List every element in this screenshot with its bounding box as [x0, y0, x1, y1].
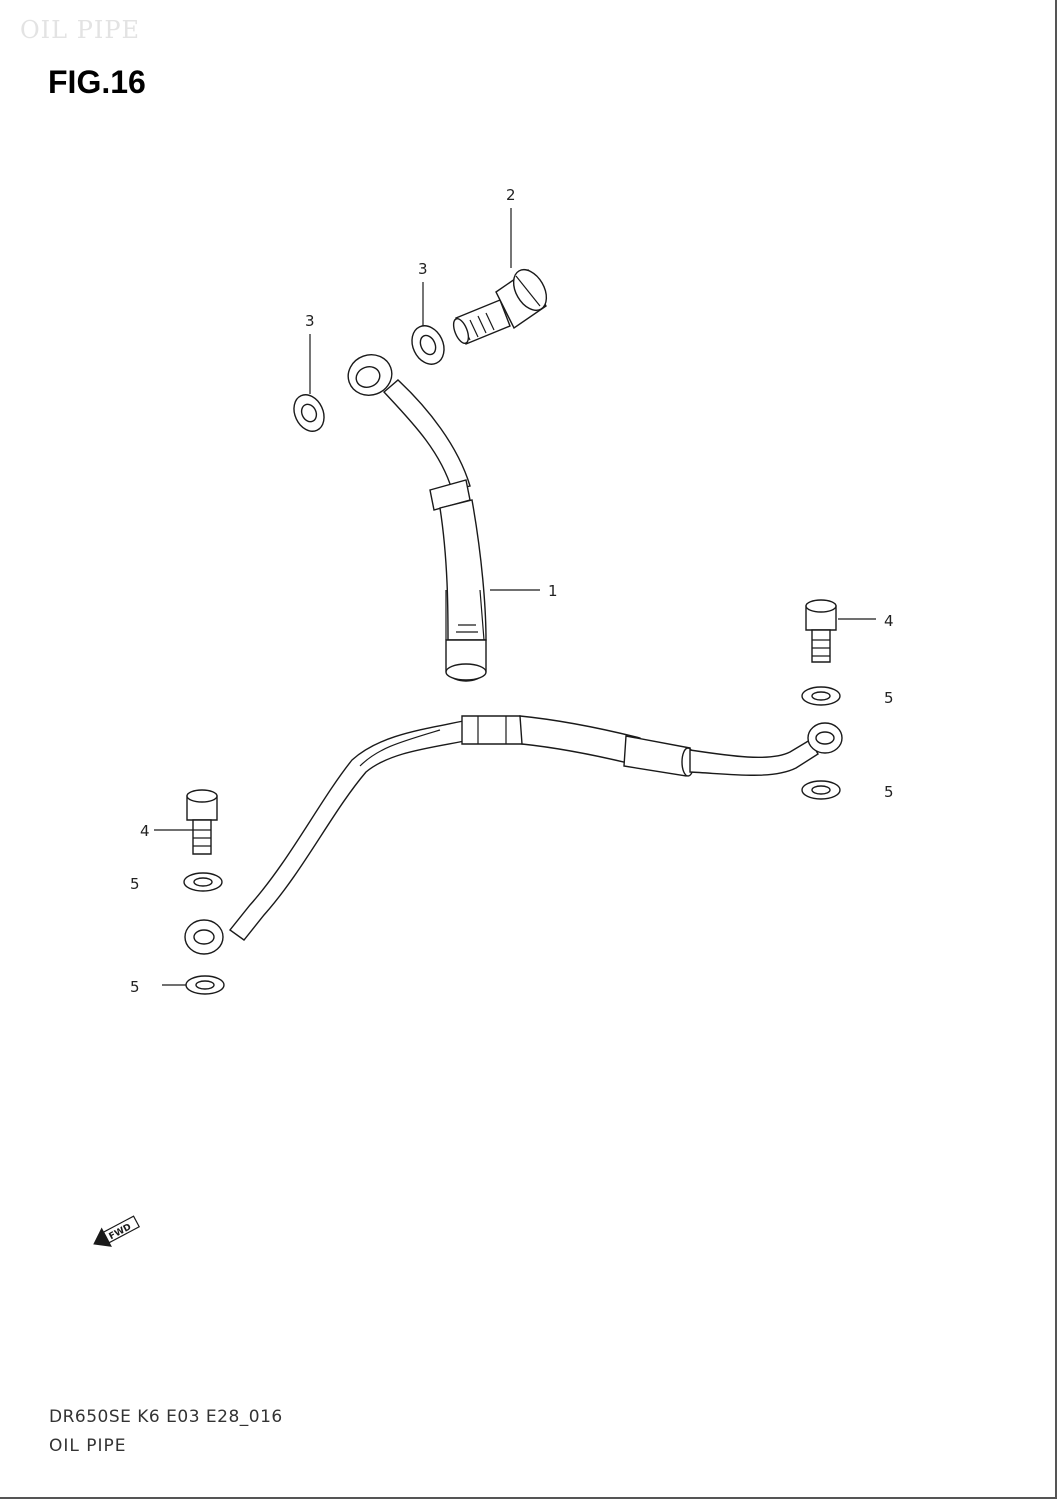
oil-pipe-part-1 — [184, 354, 843, 955]
union-bolt-part-4-left — [186, 789, 218, 855]
washer-part-5-left-top — [183, 872, 223, 892]
callout-4-left: 4 — [140, 822, 150, 840]
callout-5-right-bottom: 5 — [884, 783, 894, 801]
callout-3-upper: 3 — [418, 260, 428, 278]
callout-2: 2 — [506, 186, 516, 204]
washer-part-5-right-top — [801, 686, 841, 706]
diagram-code: DR650SE K6 E03 E28_016 — [49, 1407, 283, 1427]
callout-1: 1 — [548, 582, 558, 600]
watermark-title: OIL PIPE — [20, 16, 141, 44]
diagram-name: OIL PIPE — [49, 1436, 127, 1456]
leader-lines — [154, 208, 876, 986]
washer-part-5-left-bottom — [185, 975, 225, 995]
washer-part-5-right-bottom — [801, 780, 841, 800]
callout-5-left-top: 5 — [130, 875, 140, 893]
callout-5-right-top: 5 — [884, 689, 894, 707]
banjo-bolt-part-2 — [452, 268, 548, 345]
callout-4-right: 4 — [884, 612, 894, 630]
callout-5-left-bottom: 5 — [130, 978, 140, 996]
sealing-washer-part-3-upper — [411, 325, 445, 365]
union-bolt-part-4-right — [805, 599, 837, 663]
callout-3-lower: 3 — [305, 312, 315, 330]
forward-arrow-icon: FWD — [93, 1215, 141, 1247]
figure-title: FIG.16 — [48, 64, 146, 100]
sealing-washer-part-3-lower — [293, 394, 325, 432]
